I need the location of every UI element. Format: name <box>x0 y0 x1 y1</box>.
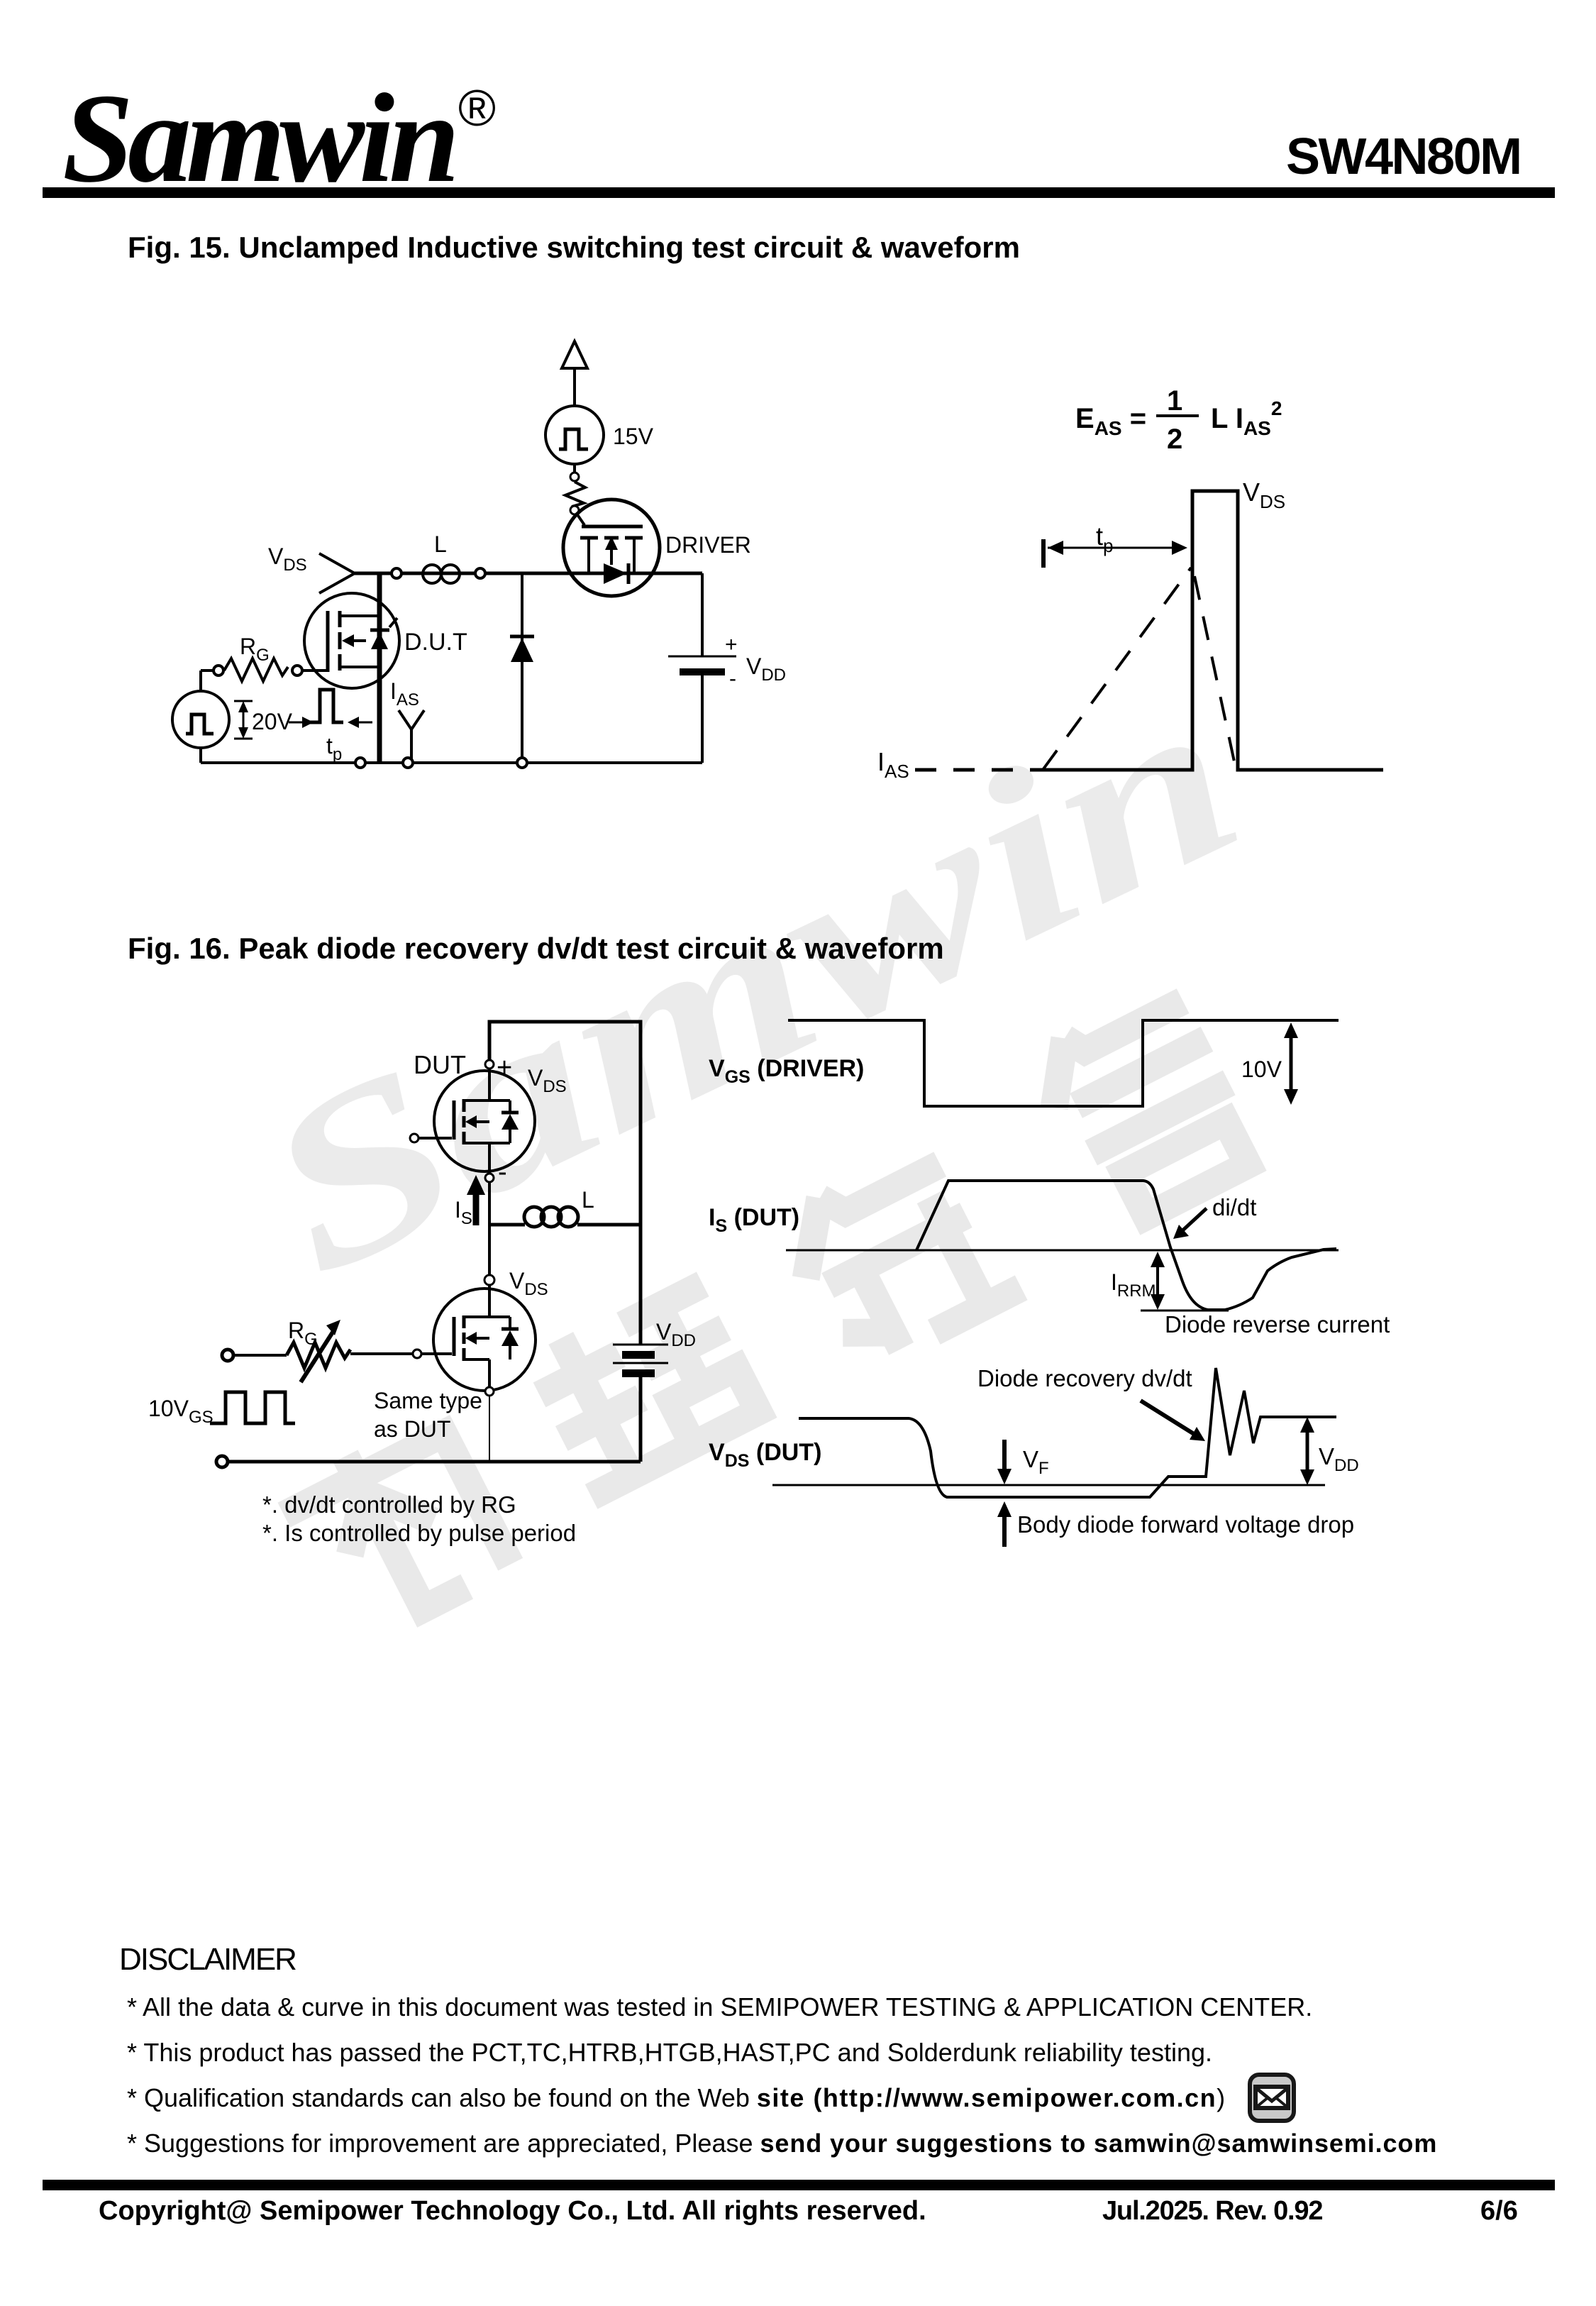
svg-text:D.U.T: D.U.T <box>404 629 467 656</box>
svg-text:+: + <box>497 1053 512 1083</box>
svg-text:-: - <box>498 1157 507 1187</box>
svg-text:*. Is controlled by pulse peri: *. Is controlled by pulse period <box>262 1520 576 1546</box>
svg-text:di/dt: di/dt <box>1212 1194 1256 1220</box>
svg-text:Same type: Same type <box>374 1388 482 1413</box>
svg-text:VDS: VDS <box>509 1268 548 1299</box>
svg-text:VDS: VDS <box>1243 478 1285 512</box>
svg-text:-: - <box>729 667 736 690</box>
svg-text:15V: 15V <box>613 424 654 449</box>
svg-text:VGS (DRIVER): VGS (DRIVER) <box>709 1055 864 1087</box>
svg-text:VDD: VDD <box>746 653 786 685</box>
svg-text:VF: VF <box>1023 1446 1049 1478</box>
svg-text:20V: 20V <box>252 709 293 734</box>
svg-text:2: 2 <box>1167 424 1182 455</box>
svg-text:IAS: IAS <box>390 678 419 710</box>
svg-text:tp: tp <box>1096 522 1113 556</box>
svg-text:+: + <box>725 633 738 656</box>
svg-text:1: 1 <box>1167 385 1182 416</box>
svg-text:DRIVER: DRIVER <box>665 532 751 558</box>
svg-text:VDS: VDS <box>268 544 307 575</box>
svg-text:L IAS2: L IAS2 <box>1211 397 1282 439</box>
svg-text:L: L <box>434 531 447 557</box>
svg-text:Body diode forward voltage dro: Body diode forward voltage drop <box>1017 1511 1354 1538</box>
svg-text:EAS =: EAS = <box>1075 403 1146 439</box>
svg-text:IRRM: IRRM <box>1111 1269 1156 1301</box>
svg-text:VDD: VDD <box>1319 1443 1359 1475</box>
svg-text:Diode recovery dv/dt: Diode recovery dv/dt <box>977 1365 1192 1391</box>
svg-text:*. dv/dt controlled by RG: *. dv/dt controlled by RG <box>262 1491 516 1518</box>
svg-text:as DUT: as DUT <box>374 1416 450 1442</box>
svg-text:10VGS: 10VGS <box>148 1396 214 1427</box>
svg-text:10V: 10V <box>1241 1057 1282 1082</box>
svg-text:DUT: DUT <box>414 1050 466 1079</box>
svg-text:tp: tp <box>326 733 342 764</box>
svg-text:IS (DUT): IS (DUT) <box>709 1204 799 1236</box>
svg-text:L: L <box>582 1187 594 1213</box>
svg-text:Diode reverse current: Diode reverse current <box>1165 1311 1390 1337</box>
